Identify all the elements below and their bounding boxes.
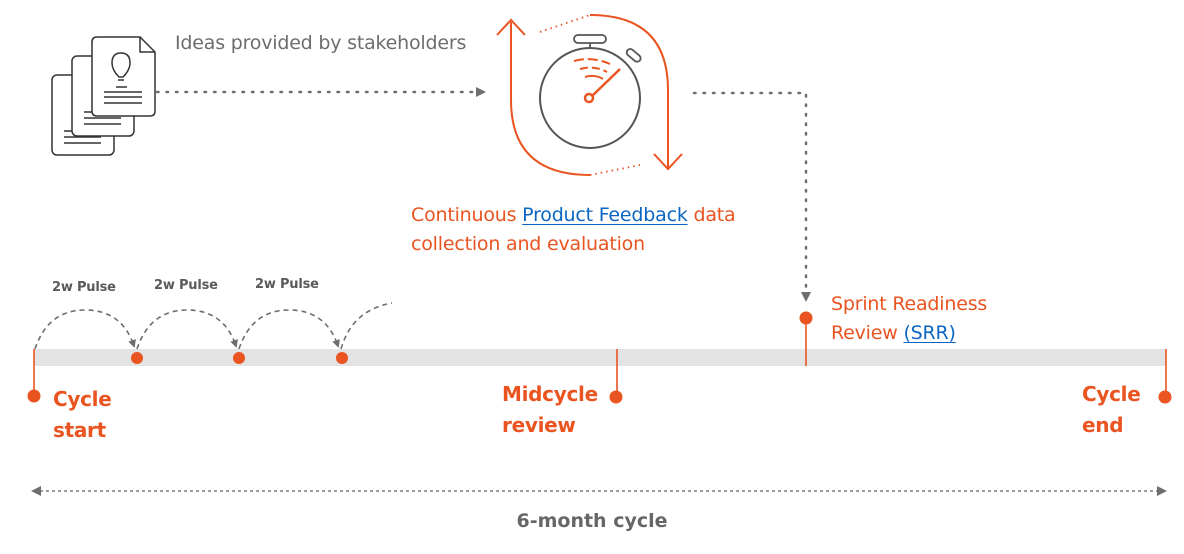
midcycle-line-1: Midcycle: [502, 382, 598, 406]
pulse-dot: [233, 352, 245, 364]
cycle-end-marker: [1158, 349, 1172, 404]
cycle-end-line-2: end: [1082, 413, 1124, 437]
documents-lightbulb-icon: [51, 36, 156, 156]
cycle-start-marker: [27, 349, 41, 403]
srr-line-2-prefix: Review: [831, 322, 904, 344]
pulse-label: 2w Pulse: [52, 280, 116, 295]
srr-link[interactable]: (SRR): [903, 322, 956, 344]
feedback-line-2: collection and evaluation: [411, 233, 645, 255]
cycle-start-label: Cycle start: [53, 384, 112, 446]
srr-flow-arrow: [692, 91, 811, 302]
pulse-dot: [131, 352, 143, 364]
product-feedback-link[interactable]: Product Feedback: [522, 204, 688, 226]
cycle-duration-label: 6-month cycle: [516, 510, 668, 532]
pulse-arcs: [34, 302, 393, 350]
feedback-prefix: Continuous: [411, 204, 523, 226]
srr-label: Sprint Readiness Review (SRR): [831, 290, 987, 348]
feedback-line-1: Continuous Product Feedback data: [411, 201, 736, 230]
srr-line-1: Sprint Readiness: [831, 293, 988, 315]
pulse-label: 2w Pulse: [255, 277, 319, 292]
feedback-label: Continuous Product Feedback data collect…: [411, 201, 736, 259]
midcycle-marker: [609, 349, 623, 404]
srr-marker: [799, 311, 813, 366]
ideas-label: Ideas provided by stakeholders: [175, 32, 467, 54]
cycle-end-label: Cycle end: [1082, 379, 1141, 441]
pulse-label: 2w Pulse: [154, 278, 218, 293]
cycle-end-line-1: Cycle: [1082, 382, 1141, 406]
cycle-start-line-1: Cycle: [53, 387, 112, 411]
cycle-start-line-2: start: [53, 418, 106, 442]
feedback-suffix: data: [687, 204, 736, 226]
srr-line-2: Review (SRR): [831, 319, 987, 348]
stopwatch-cycle-icon: [496, 14, 683, 176]
pulse-dot: [336, 352, 348, 364]
cycle-span-arrow: [31, 486, 1167, 496]
timeline-bar: [34, 349, 1166, 366]
midcycle-line-2: review: [502, 413, 576, 437]
midcycle-label: Midcycle review: [502, 379, 598, 441]
